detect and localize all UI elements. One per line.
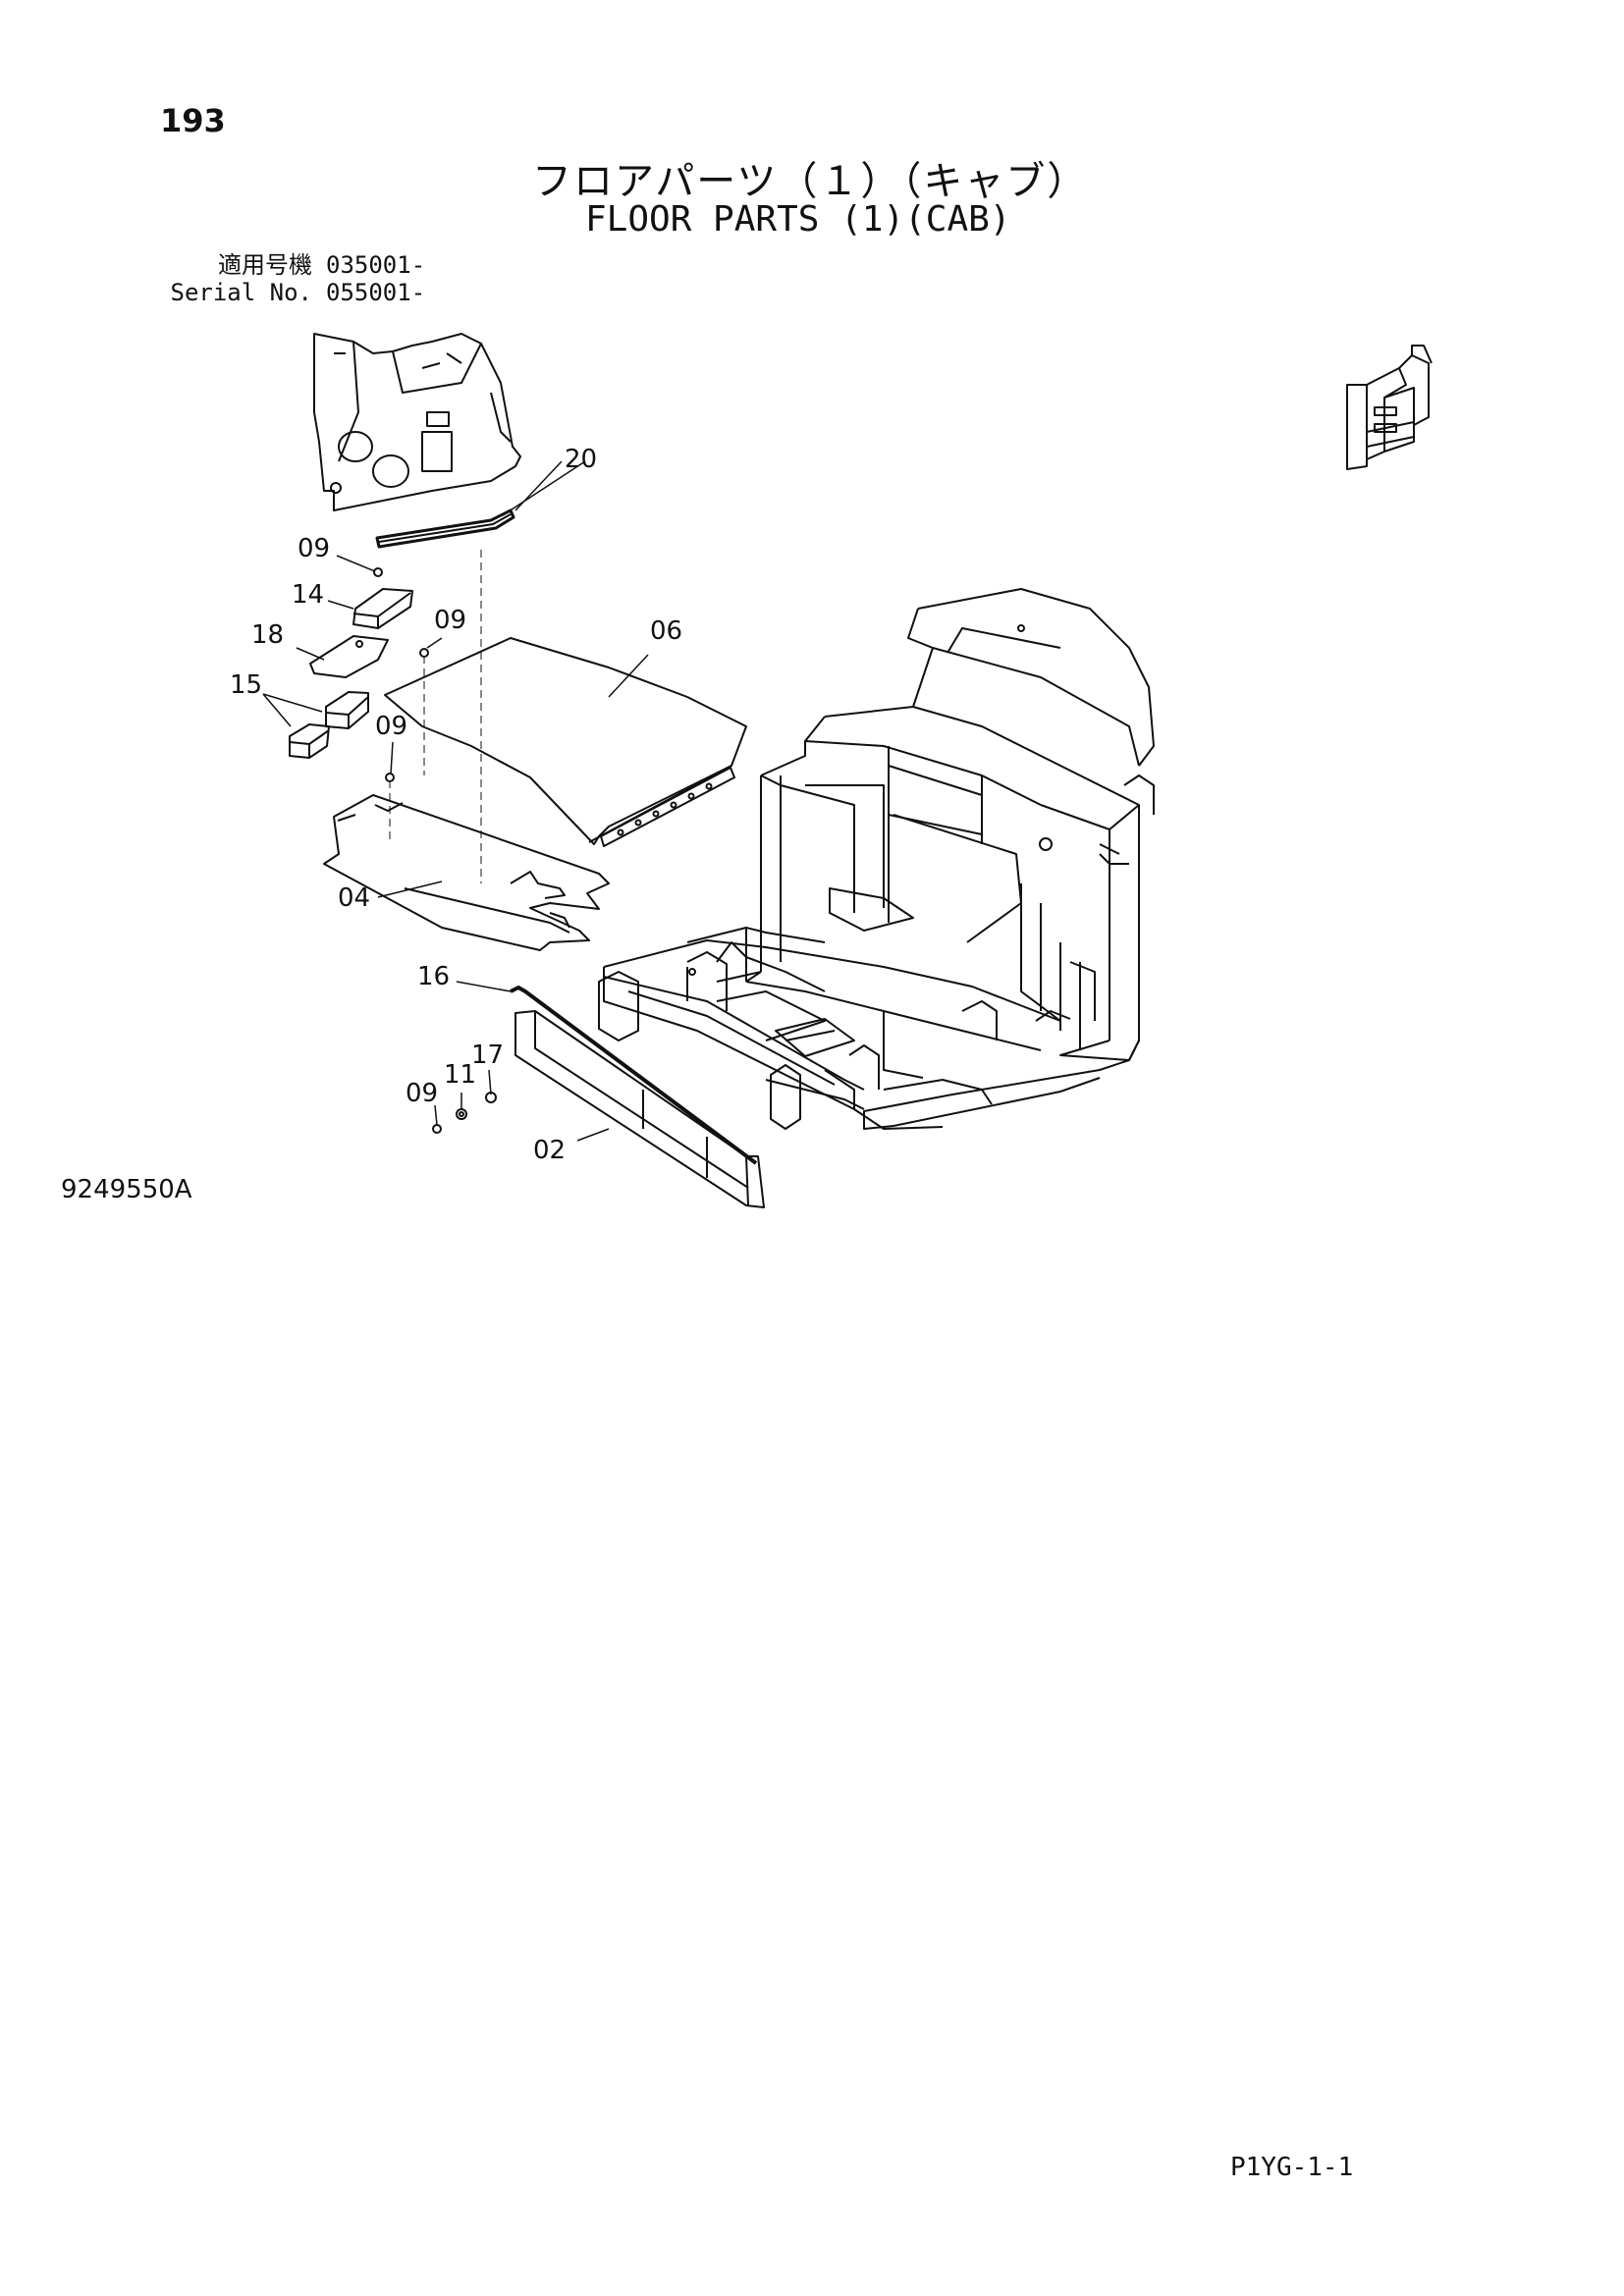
callout-17: 17 bbox=[471, 1041, 504, 1070]
part-rear-cover bbox=[313, 333, 521, 883]
part-seal-16 bbox=[510, 986, 758, 1165]
part-cab-frame bbox=[598, 588, 1155, 1130]
part-pad-18 bbox=[309, 635, 389, 678]
callout-20: 20 bbox=[565, 445, 597, 474]
callout-09: 09 bbox=[375, 712, 407, 741]
callout-15: 15 bbox=[230, 670, 262, 700]
callout-16: 16 bbox=[417, 962, 450, 991]
drawing-code: 9249550A bbox=[61, 1175, 192, 1204]
serial-value-en: 055001- bbox=[326, 279, 426, 306]
mat-holes bbox=[617, 782, 713, 836]
title-english: FLOOR PARTS (1)(CAB) bbox=[585, 199, 1011, 240]
serial-row-jp: 適用号機 035001- bbox=[155, 251, 425, 279]
callout-14: 14 bbox=[292, 580, 324, 610]
callout-04: 04 bbox=[338, 883, 370, 913]
callout-02: 02 bbox=[533, 1136, 566, 1165]
leader-lines bbox=[262, 460, 649, 1142]
callout-11: 11 bbox=[444, 1060, 476, 1090]
page-code: P1YG-1-1 bbox=[1230, 2153, 1354, 2182]
callout-18: 18 bbox=[251, 620, 284, 650]
part-kick-plate bbox=[514, 1010, 765, 1208]
serial-value-jp: 035001- bbox=[326, 251, 426, 279]
callout-09: 09 bbox=[406, 1079, 438, 1108]
callout-06: 06 bbox=[650, 616, 682, 646]
part-block-14 bbox=[352, 567, 413, 629]
serial-row-en: Serial No. 055001- bbox=[155, 279, 426, 306]
callout-09: 09 bbox=[298, 534, 330, 563]
orientation-icon bbox=[1346, 345, 1433, 470]
serial-block: 適用号機 035001- Serial No. 055001- bbox=[155, 251, 426, 306]
part-floor-mat bbox=[384, 637, 747, 847]
serial-label-jp: 適用号機 bbox=[218, 251, 312, 279]
serial-label-en: Serial No. bbox=[170, 279, 313, 306]
callouts: 20 09 14 09 18 06 15 09 04 16 17 11 09 0… bbox=[230, 445, 682, 1165]
callout-09: 09 bbox=[434, 606, 466, 635]
page-number: 193 bbox=[160, 102, 226, 139]
part-hardware bbox=[432, 1092, 497, 1134]
part-floor-plate bbox=[323, 773, 610, 951]
part-blocks-15 bbox=[289, 691, 369, 759]
part-seal-strip bbox=[375, 460, 586, 549]
title-japanese: フロアパーツ（１）（キャブ） bbox=[532, 159, 1089, 204]
